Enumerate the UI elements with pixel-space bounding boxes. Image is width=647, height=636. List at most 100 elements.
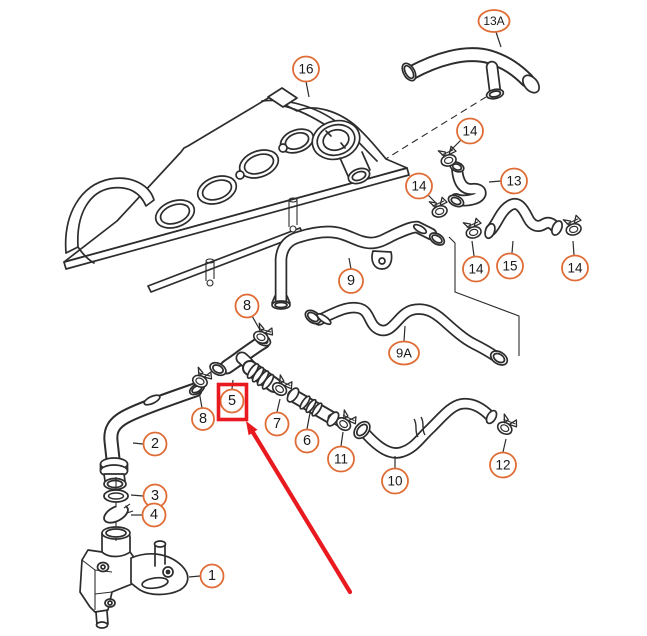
highlight-arrow-shaft [250, 430, 353, 595]
callout-ring[interactable] [462, 255, 490, 283]
callout-ring[interactable] [477, 9, 511, 33]
callout-ring[interactable] [327, 445, 355, 473]
callout-number: 13A [483, 14, 504, 28]
callout-ring[interactable] [294, 428, 320, 454]
callout-number: 14 [468, 262, 484, 277]
callout-number: 10 [387, 474, 402, 489]
callout-ring[interactable] [489, 451, 517, 479]
callout-leader-line [488, 180, 502, 183]
callout-number: 8 [199, 411, 207, 427]
hose-15-drawing [484, 198, 564, 240]
callout-8u[interactable]: 8 [234, 293, 261, 331]
highlight-box[interactable] [216, 382, 249, 422]
hose-10-drawing [353, 397, 498, 459]
callout-8l[interactable]: 8 [191, 390, 215, 431]
callout-ring[interactable] [234, 293, 260, 319]
callout-number: 9 [347, 273, 355, 289]
callout-ring[interactable] [141, 502, 167, 528]
callout-9A[interactable]: 9A [388, 325, 420, 366]
callout-number: 8 [243, 298, 251, 314]
callout-2[interactable]: 2 [132, 431, 168, 457]
callout-number: 15 [502, 259, 517, 274]
callout-leader-line [340, 431, 344, 447]
callout-ring[interactable] [496, 252, 524, 280]
breather-hose-13a-drawing [401, 47, 540, 100]
callout-14a[interactable]: 14 [448, 117, 484, 153]
callout-13A[interactable]: 13A [477, 9, 511, 48]
callout-ring[interactable] [142, 431, 168, 457]
callout-ring[interactable] [191, 407, 215, 431]
callout-leader-line [348, 257, 352, 270]
callout-ring[interactable] [456, 117, 484, 145]
callout-10[interactable]: 10 [381, 456, 409, 495]
callout-ring[interactable] [388, 340, 420, 366]
hose-9a-drawing [304, 301, 509, 366]
clamp-14-icon [462, 216, 486, 241]
callout-1[interactable]: 1 [188, 563, 225, 589]
hose-13-drawing [447, 161, 487, 208]
oil-separator-1-drawing [79, 526, 189, 629]
callout-leader-line [495, 31, 502, 48]
callout-ring[interactable] [292, 55, 320, 83]
hose-2-drawing [99, 382, 206, 491]
callout-leader-line [572, 240, 575, 256]
callout-number: 16 [298, 62, 313, 77]
callout-ring[interactable] [338, 268, 364, 294]
callout-leader-line [502, 438, 507, 453]
elbow-connector-5-drawing [209, 333, 282, 393]
callout-leader-line [198, 390, 203, 409]
callout-leader-line [276, 398, 281, 413]
callout-9[interactable]: 9 [338, 257, 364, 294]
callout-leader-line [403, 325, 406, 342]
assembly-connection-line [448, 236, 520, 356]
callout-number: 3 [151, 488, 159, 504]
callout-11[interactable]: 11 [327, 431, 355, 473]
valve-6-drawing [286, 387, 347, 429]
callout-ring[interactable] [405, 172, 433, 200]
diagram-line-art [63, 47, 586, 629]
callout-14c[interactable]: 14 [462, 240, 490, 283]
callout-number: 5 [228, 393, 236, 409]
callout-number: 2 [151, 436, 159, 452]
callout-number: 9A [396, 346, 412, 361]
callout-15[interactable]: 15 [496, 240, 524, 280]
callout-6[interactable]: 6 [294, 412, 320, 454]
snap-ring-4-drawing [103, 503, 134, 524]
callout-4[interactable]: 4 [131, 502, 167, 528]
callout-number: 11 [334, 452, 348, 467]
callout-13[interactable]: 13 [488, 167, 528, 195]
callout-14b[interactable]: 14 [405, 172, 437, 204]
callout-leader-line [305, 81, 310, 98]
highlight-layer [216, 382, 353, 595]
callout-ring[interactable] [381, 467, 409, 495]
callout-12[interactable]: 12 [489, 438, 517, 479]
callout-leader-line [511, 240, 514, 254]
callout-7[interactable]: 7 [264, 398, 290, 437]
callout-number: 4 [150, 507, 158, 523]
clamp-14-icon [562, 213, 586, 238]
callout-ring[interactable] [219, 388, 245, 414]
callout-leader-line [448, 139, 462, 153]
callout-number: 6 [303, 433, 311, 449]
vent-hose-9-drawing [271, 220, 446, 310]
callout-ring[interactable] [199, 563, 225, 589]
callout-leader-line [471, 240, 475, 257]
oring-3-drawing [103, 489, 129, 503]
callout-number: 1 [208, 568, 216, 584]
callout-16[interactable]: 16 [292, 55, 320, 98]
highlight-arrow-head-icon [246, 421, 258, 436]
callout-leader-line [130, 494, 144, 497]
callout-leader-line [427, 194, 437, 204]
callout-ring[interactable] [500, 167, 528, 195]
callout-ring[interactable] [561, 254, 589, 282]
callout-leader-line [306, 412, 311, 430]
callout-leader-line [251, 315, 261, 331]
callout-ring[interactable] [264, 411, 290, 437]
callout-number: 14 [411, 179, 427, 194]
clamp-12-icon [494, 412, 521, 439]
callout-14d[interactable]: 14 [561, 240, 589, 282]
callout-5[interactable]: 5 [219, 379, 245, 414]
